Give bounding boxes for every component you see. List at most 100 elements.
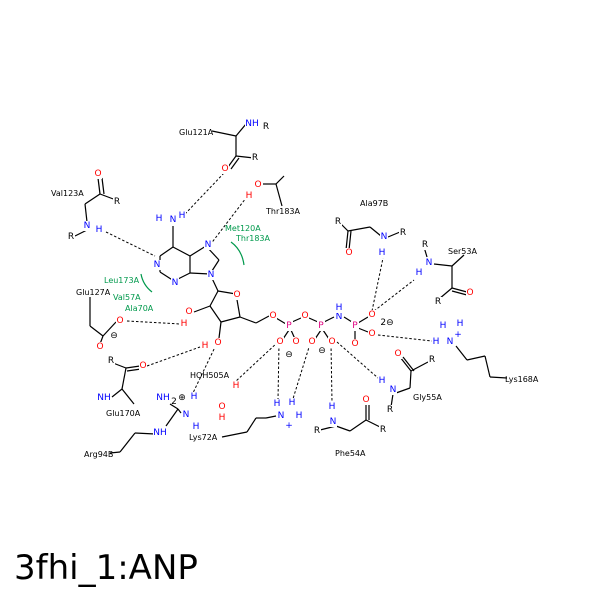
atom-r: R	[435, 297, 441, 307]
atom-background	[277, 411, 285, 421]
atom-background	[245, 119, 259, 129]
bond	[97, 177, 101, 195]
residue-glu170a: Glu170A	[106, 409, 141, 418]
bond	[466, 355, 486, 361]
atom-h: H	[181, 319, 188, 329]
atom-h: H	[379, 248, 386, 258]
atom-r: R	[108, 356, 114, 366]
atom-o: O	[362, 395, 369, 405]
atom-h: H	[289, 398, 296, 408]
atom-o: O	[233, 290, 240, 300]
bond	[291, 317, 302, 323]
bond	[345, 230, 349, 251]
bond	[119, 432, 136, 453]
atom-background	[334, 217, 342, 227]
hydrophobic-val57a: Val57A	[113, 293, 141, 302]
atom-n: N	[426, 258, 433, 268]
atom-background	[67, 232, 75, 242]
atom-background	[317, 321, 325, 331]
atom-sub2: 2	[171, 397, 177, 407]
atom-plus_sup: +	[285, 421, 293, 431]
bond	[387, 231, 401, 238]
atom-background	[389, 385, 397, 395]
atom-nh: NH	[245, 119, 259, 129]
bond	[451, 290, 468, 296]
atom-nh: NH	[97, 393, 111, 403]
atom-r: R	[422, 240, 428, 250]
residue-ser53a: Ser53A	[448, 247, 477, 256]
bond	[169, 403, 179, 410]
hydrogen-bond	[191, 344, 217, 396]
residue-ala97b: Ala97B	[360, 199, 388, 208]
bond	[89, 325, 104, 337]
atom-p: P	[352, 321, 358, 331]
atom-r: R	[380, 425, 386, 435]
atom-background	[180, 319, 188, 329]
atom-o: O	[328, 337, 335, 347]
residue-val123a: Val123A	[51, 189, 84, 198]
bond	[275, 183, 283, 207]
atom-background	[434, 297, 442, 307]
atom-n: N	[205, 240, 212, 250]
atom-o: O	[276, 337, 283, 347]
hydrophobic-met120a: Met120A	[225, 224, 261, 233]
bond	[112, 362, 127, 369]
atom-background	[301, 311, 309, 321]
diagram-title: 3fhi_1:ANP	[14, 548, 198, 588]
atom-minus: ⊖	[285, 350, 293, 360]
atom-background	[245, 191, 253, 201]
atom-o: O	[185, 307, 192, 317]
atom-h: H	[329, 402, 336, 412]
atom-background	[221, 164, 229, 174]
hydrogen-bond	[146, 346, 201, 367]
atom-n: N	[336, 312, 343, 322]
hydrogen-bond	[377, 334, 433, 342]
atom-background	[362, 395, 370, 405]
atom-r: R	[114, 197, 120, 207]
bond	[125, 365, 141, 369]
bond	[230, 157, 240, 170]
atom-background	[204, 240, 212, 250]
atom-minus: ⊖	[110, 331, 118, 341]
bond	[239, 316, 257, 324]
hydrogen-bond	[373, 279, 415, 312]
bond	[455, 345, 468, 361]
atom-r: R	[429, 355, 435, 365]
atom-background	[97, 393, 111, 403]
bond	[165, 408, 179, 427]
atom-o: O	[96, 342, 103, 352]
atom-background	[425, 258, 433, 268]
atom-background	[466, 288, 474, 298]
bond	[220, 316, 241, 323]
bond	[275, 175, 285, 185]
atom-background	[288, 398, 296, 408]
bond	[343, 316, 353, 323]
hydrogen-bond	[291, 343, 311, 403]
atom-background	[185, 307, 193, 317]
atom-r: R	[314, 426, 320, 436]
bond	[221, 431, 248, 438]
atom-n: N	[330, 417, 337, 427]
atom-background	[313, 426, 321, 436]
atom-o: O	[292, 337, 299, 347]
atom-h: H	[457, 319, 464, 329]
atom-plus: ⊕	[178, 393, 186, 403]
atom-background	[218, 413, 226, 423]
hydrophobic-ala70a: Ala70A	[125, 304, 154, 313]
atom-background	[415, 268, 423, 278]
atom-background	[201, 341, 209, 351]
atom-background	[214, 338, 222, 348]
atom-background	[155, 214, 163, 224]
bond	[489, 376, 508, 379]
residue-glu127a: Glu127A	[76, 288, 111, 297]
atom-h: H	[246, 191, 253, 201]
atom-background	[254, 180, 262, 190]
bond	[159, 246, 174, 257]
atom-o: O	[116, 316, 123, 326]
atom-background	[456, 319, 464, 329]
atom-background	[335, 303, 343, 313]
atom-background	[378, 376, 386, 386]
atom-n: N	[208, 270, 215, 280]
bond	[347, 226, 371, 232]
